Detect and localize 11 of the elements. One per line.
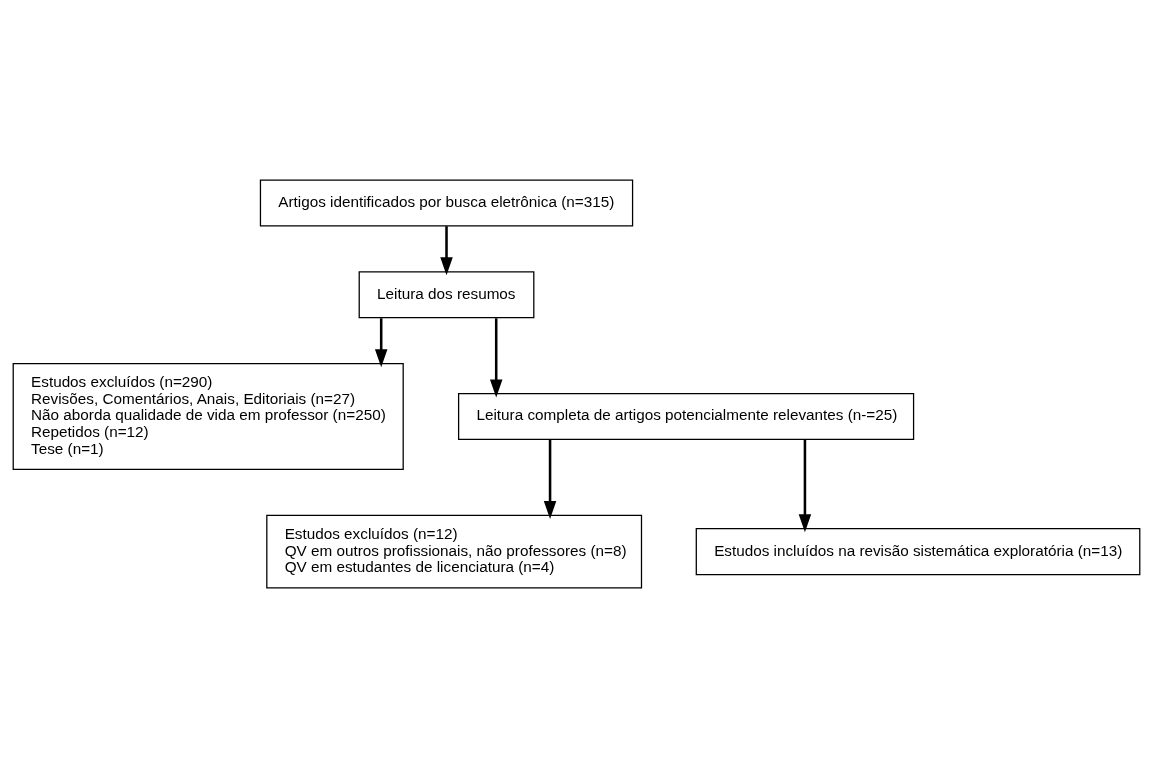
node-box: Estudos incluídos na revisão sistemática exploratória (n=13) bbox=[695, 527, 1141, 575]
node-box: Leitura completa de artigos potencialmente relevantes (n-=25) bbox=[458, 392, 915, 440]
node-box: Leitura dos resumos bbox=[358, 270, 535, 318]
arrow bbox=[374, 317, 388, 367]
node-box: Estudos excluídos (n=290) Revisões, Comentários, Anais, Editoriais (n=27) Não aborda qualidade de vida em professor (n=250) Repetidos (n=12) Tese (n=1) bbox=[12, 362, 404, 470]
node-box: Estudos excluídos (n=12) QV em outros profissionais, não professores (n=8) QV em estudantes de licenciatura (n=4) bbox=[266, 514, 643, 589]
arrow bbox=[543, 439, 557, 519]
arrow bbox=[440, 225, 453, 275]
arrow bbox=[798, 439, 812, 532]
arrow bbox=[489, 317, 503, 397]
node-box: Artigos identificados por busca eletrônica (n=315) bbox=[259, 178, 634, 227]
